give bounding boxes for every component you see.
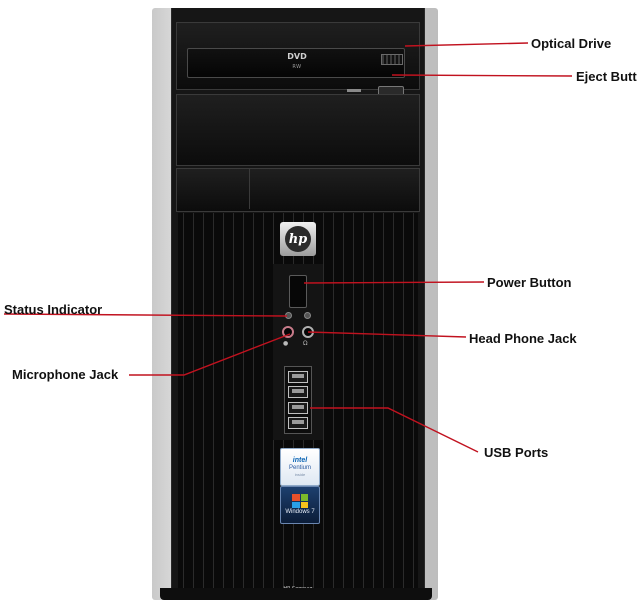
empty-drive-bay [176, 94, 420, 166]
usb-ports-leader [310, 407, 479, 453]
eject-button-leader [391, 74, 573, 77]
intel-product-text: Pentium [288, 465, 311, 471]
hp-badge: hp [280, 222, 316, 256]
head-phone-jack-leader [307, 331, 467, 338]
tower-base [160, 588, 432, 600]
eject-button-label: Eject Butt [576, 69, 637, 84]
status-indicator-leader [3, 313, 288, 317]
usb-ports-label: USB Ports [484, 445, 549, 460]
windows-label-text: Windows 7 [285, 509, 315, 515]
dvd-logo-icon: DVD RW [283, 52, 311, 72]
hp-logo-icon: hp [285, 226, 311, 252]
headphone-icon: Ω [303, 340, 308, 347]
drive-tag [347, 89, 361, 92]
usb-port[interactable] [288, 386, 308, 398]
dvd-logo-sub-text: RW [292, 64, 302, 70]
bay-divider [249, 169, 250, 209]
microphone-icon: ● [283, 340, 289, 347]
intel-pentium-sticker: intel Pentium inside [280, 448, 320, 486]
optical-drive-label: Optical Drive [531, 36, 612, 51]
usb-port[interactable] [288, 417, 308, 429]
optical-drive-bay: DVD RW [176, 22, 420, 96]
hdd-indicator-led [304, 312, 311, 319]
microphone-jack[interactable] [282, 326, 294, 338]
dvd-logo-text: DVD [287, 52, 307, 61]
power-button-label: Power Button [487, 275, 572, 290]
small-drive-bay [176, 168, 420, 212]
optical-drive-leader [404, 42, 529, 47]
windows-7-sticker: Windows 7 [280, 486, 320, 524]
optical-drive-tray[interactable]: DVD RW [187, 48, 405, 78]
microphone-jack-leader [129, 333, 291, 376]
windows-flag-icon [292, 494, 308, 508]
microphone-jack-label: Microphone Jack [12, 367, 119, 382]
drive-activity-led-icon [381, 54, 403, 65]
status-indicator-label: Status Indicator [4, 302, 103, 317]
tower-front-bezel: DVD RW hp ● Ω [171, 8, 425, 596]
intel-brand-text: intel [292, 457, 308, 464]
usb-port[interactable] [288, 402, 308, 414]
usb-port[interactable] [288, 371, 308, 383]
head-phone-jack-label: Head Phone Jack [469, 331, 577, 346]
power-button-leader [303, 281, 485, 284]
power-button[interactable] [289, 275, 307, 308]
intel-tag-text: inside [294, 472, 306, 477]
usb-port-stack [284, 366, 312, 434]
